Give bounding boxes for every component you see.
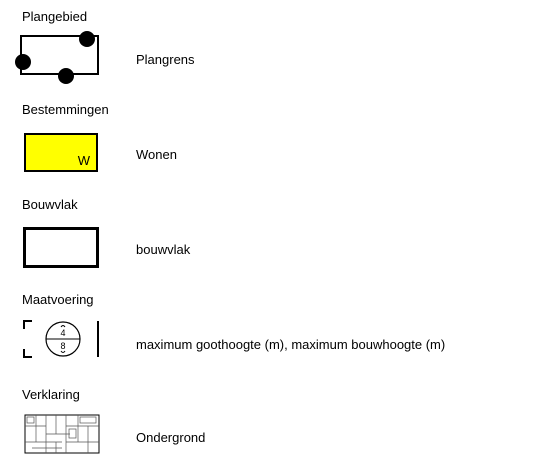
wonen-label: Wonen: [136, 147, 177, 162]
maatvoering-symbol: 4 8: [23, 320, 99, 358]
maatvoering-heading: Maatvoering: [22, 292, 94, 307]
bouwvlak-symbol: [23, 227, 99, 268]
plangrens-label: Plangrens: [136, 52, 195, 67]
plangrens-symbol: [15, 31, 99, 84]
bouwhoogte-value: 8: [60, 341, 65, 351]
plangebied-heading: Plangebied: [22, 9, 88, 24]
goothoogte-value: 4: [60, 328, 65, 338]
wonen-code: W: [77, 153, 90, 168]
cadastral-map-icon: [24, 414, 100, 454]
bouwvlak-label: bouwvlak: [136, 242, 191, 257]
verklaring-heading: Verklaring: [22, 387, 80, 402]
bouwvlak-heading: Bouwvlak: [22, 197, 78, 212]
maatvoering-label: maximum goothoogte (m), maximum bouwhoog…: [136, 337, 446, 352]
wonen-symbol: W: [24, 133, 98, 172]
bestemmingen-heading: Bestemmingen: [22, 102, 109, 117]
ondergrond-label: Ondergrond: [136, 430, 206, 445]
